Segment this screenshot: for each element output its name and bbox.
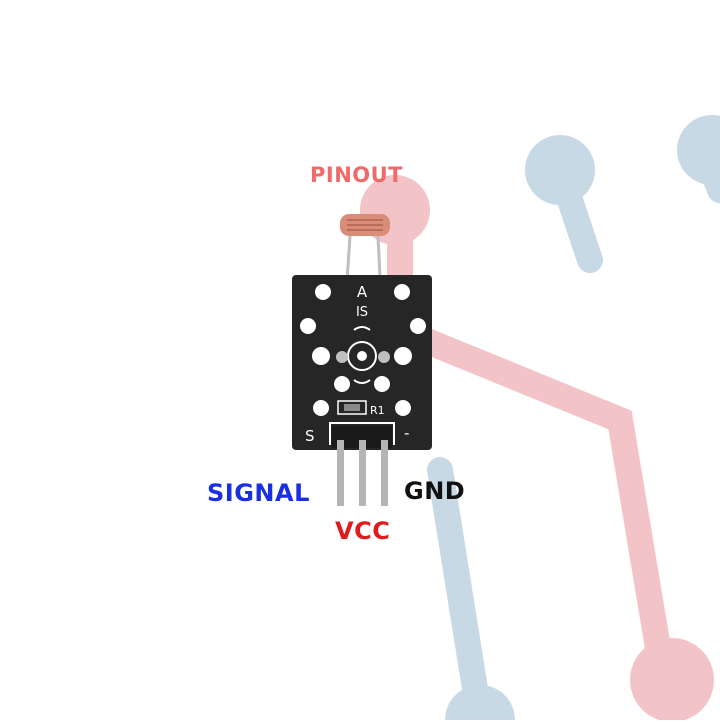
resistor-label: R1 (370, 404, 385, 417)
sensor-ring (347, 341, 377, 371)
sensor-ring-center (357, 351, 367, 361)
pad-red-2 (630, 638, 714, 722)
pin-gnd (381, 440, 388, 506)
pcb-hole (315, 284, 331, 300)
pcb-hole (394, 284, 410, 300)
pcb-module-icon: A IS R1 S - (292, 275, 432, 450)
sensor-solder-right (378, 351, 390, 363)
pcb-hole (395, 400, 411, 416)
pin-label-gnd: GND (404, 477, 466, 505)
silk-marker-s: S (305, 427, 315, 445)
silk-text-id: IS (356, 305, 368, 320)
trace-red-1 (387, 197, 673, 673)
silk-arc-bottom (353, 379, 371, 384)
background-pads (360, 115, 720, 724)
pin-vcc (359, 440, 366, 506)
pcb-hole (374, 376, 390, 392)
pcb-hole (313, 400, 329, 416)
pcb-hole (300, 318, 316, 334)
trace-blue-3 (427, 457, 493, 724)
pin-signal (337, 440, 344, 506)
sensor-pattern (347, 219, 383, 231)
background-traces (387, 137, 720, 724)
header-block (332, 426, 392, 448)
sensor-solder-left (336, 351, 348, 363)
header-pins (337, 440, 388, 506)
pin-label-signal: SIGNAL (207, 479, 310, 507)
pcb-hole (410, 318, 426, 334)
pad-blue-2 (677, 115, 720, 185)
silk-marker-minus: - (404, 424, 409, 442)
pad-blue-3 (445, 685, 515, 724)
header-outline (329, 422, 395, 445)
pin-label-vcc: VCC (335, 517, 391, 545)
pcb-hole (334, 376, 350, 392)
resistor-outline (337, 400, 367, 415)
silk-arc-top (353, 326, 371, 331)
resistor-body (344, 404, 360, 411)
diagram-title: PINOUT (310, 163, 404, 187)
pad-blue-1 (525, 135, 595, 205)
pcb-hole (312, 347, 330, 365)
pcb-hole (394, 347, 412, 365)
silk-text-top: A (357, 283, 368, 301)
